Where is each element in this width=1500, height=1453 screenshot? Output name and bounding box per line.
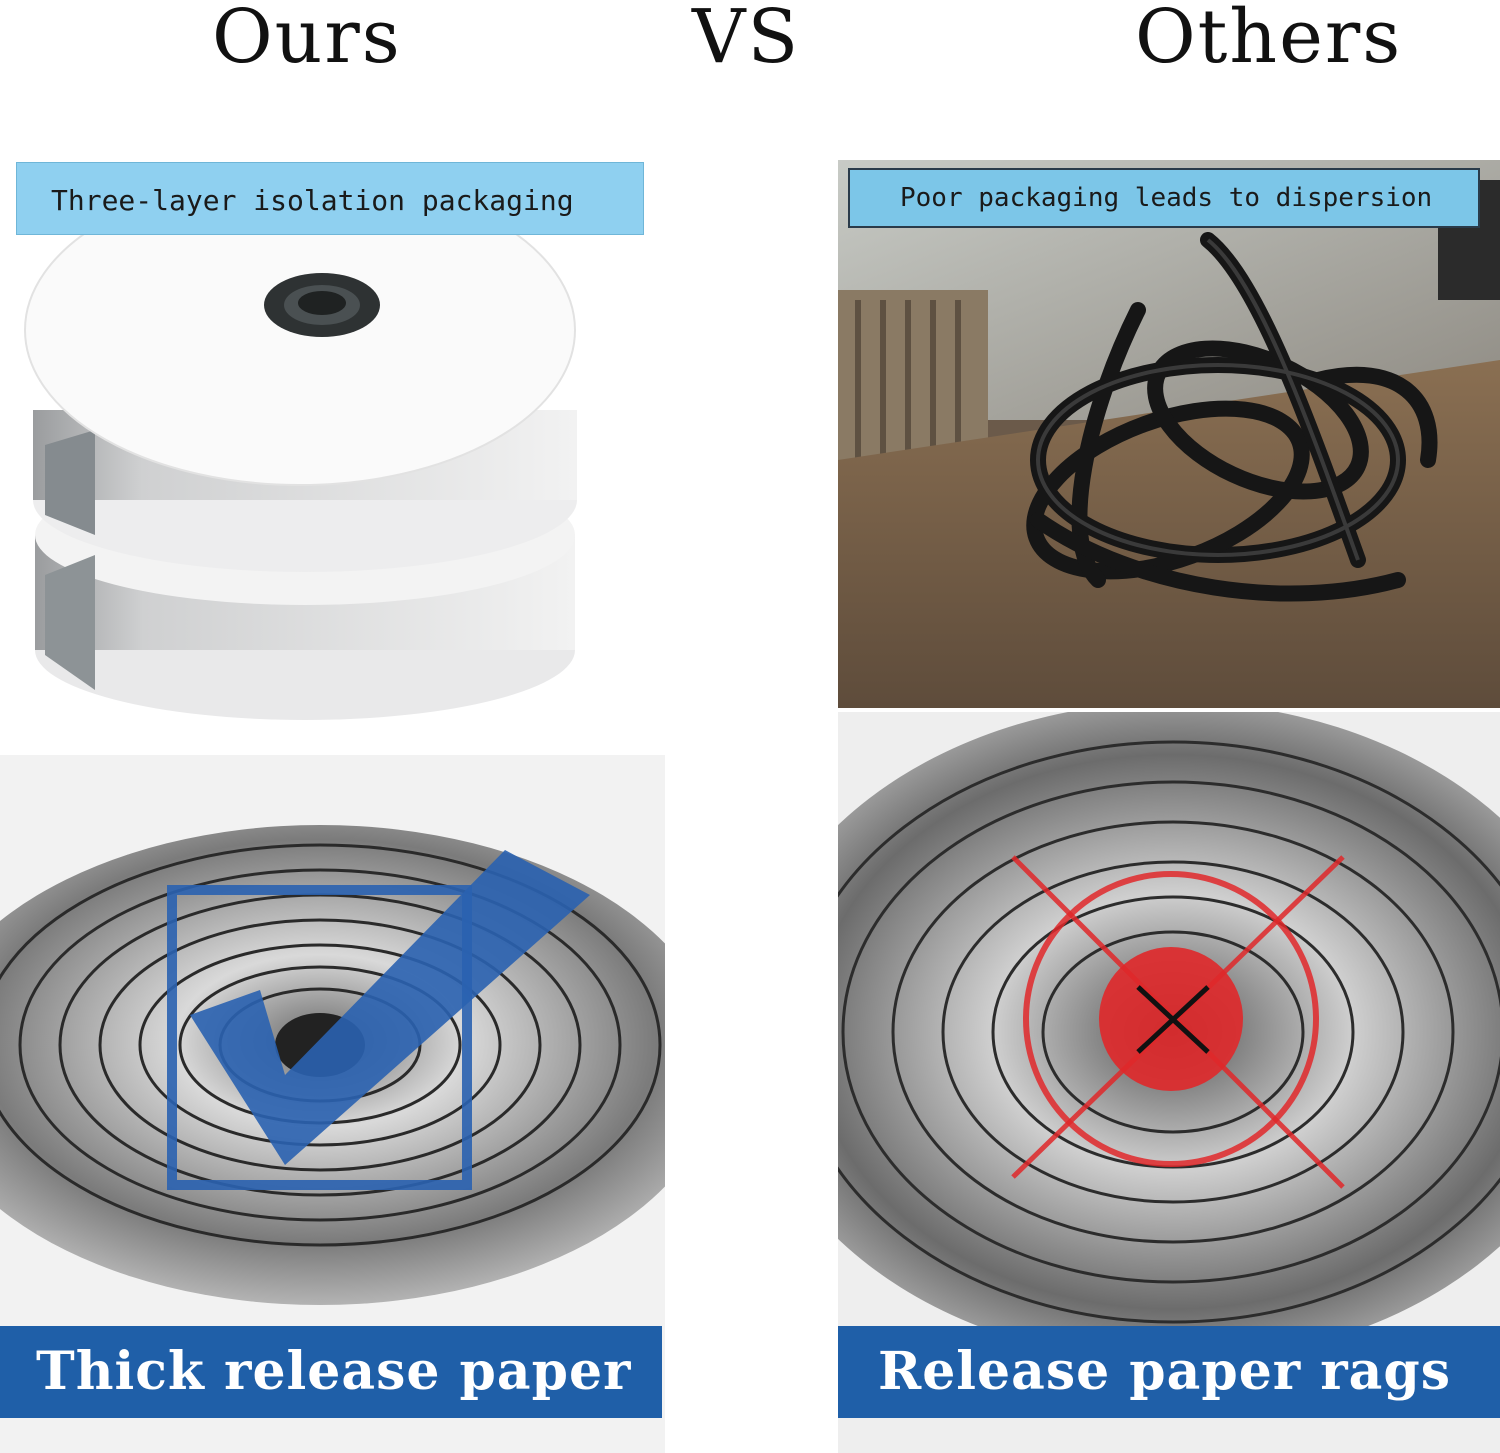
cross-target-icon	[1011, 855, 1345, 1189]
heading-others: Others	[1135, 0, 1403, 80]
heading-vs: VS	[692, 0, 801, 80]
bad-roll-illustration	[838, 712, 1500, 1362]
banner-release-rags: Release paper rags	[838, 1326, 1500, 1418]
banner-thick-release: Thick release paper	[0, 1326, 662, 1418]
bad-roll-photo	[838, 712, 1500, 1453]
check-box-outline	[167, 885, 472, 1190]
heading-ours: Ours	[212, 0, 402, 80]
tangled-strip-photo	[838, 160, 1500, 708]
reels-illustration	[24, 174, 577, 720]
caption-dispersion: Poor packaging leads to dispersion	[848, 168, 1480, 228]
check-icon	[190, 850, 590, 1165]
good-roll-illustration	[0, 825, 665, 1305]
tape-edge	[45, 555, 95, 690]
tangled-illustration	[838, 160, 1500, 708]
caption-packaging: Three-layer isolation packaging	[16, 162, 644, 235]
reels-photo	[0, 155, 665, 740]
